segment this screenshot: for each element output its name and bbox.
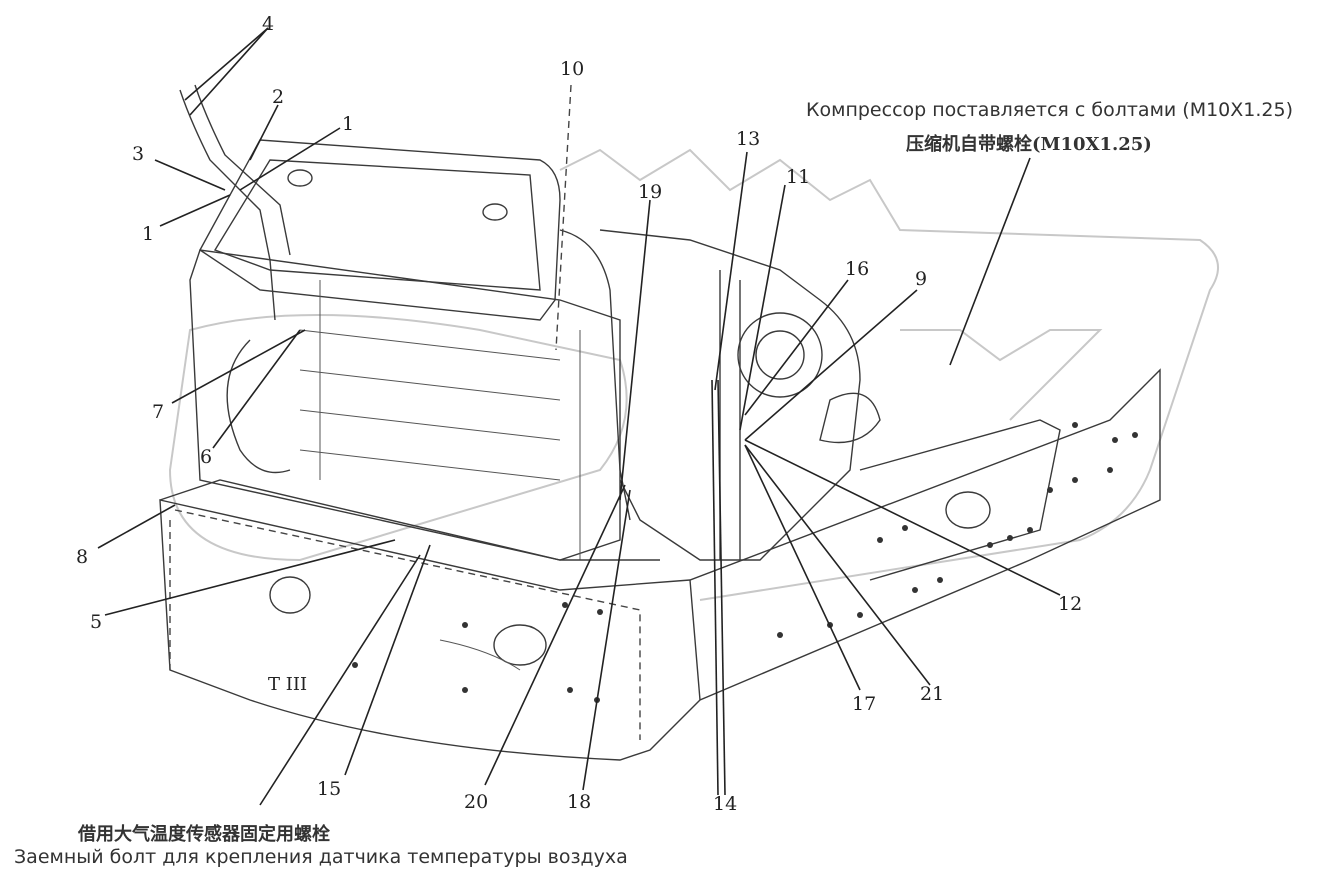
callout-1-lower: 1 <box>142 223 154 245</box>
callout-7: 7 <box>152 401 164 423</box>
radiator-assembly <box>179 84 631 561</box>
callout-11: 11 <box>786 166 810 188</box>
callout-16: 16 <box>845 258 869 280</box>
callout-12: 12 <box>1058 593 1082 615</box>
compressor-note-cn: 压缩机自带螺栓(M10X1.25) <box>906 134 1152 155</box>
watermark <box>168 148 1219 601</box>
callout-9: 9 <box>915 268 927 290</box>
leader-lines <box>97 27 1061 806</box>
callout-2: 2 <box>272 86 284 108</box>
callout-3: 3 <box>132 143 144 165</box>
bolt-holes <box>352 422 1138 703</box>
callout-15: 15 <box>317 778 341 800</box>
callout-4: 4 <box>262 13 274 35</box>
callout-18: 18 <box>567 791 591 813</box>
compressor-note-ru: Компрессор поставляется с болтами (M10X1… <box>806 99 1294 121</box>
callout-17: 17 <box>852 693 876 715</box>
sensor-note-ru: Заемный болт для крепления датчика темпе… <box>14 846 628 868</box>
callout-6: 6 <box>200 446 212 468</box>
callout-1-upper: 1 <box>342 113 354 135</box>
frame-mark: T III <box>268 674 307 695</box>
sensor-note-cn: 借用大气温度传感器固定用螺栓 <box>78 824 330 845</box>
chassis-frame <box>159 368 1161 761</box>
callout-8: 8 <box>76 546 88 568</box>
callout-13: 13 <box>736 128 760 150</box>
callout-14: 14 <box>713 793 737 815</box>
callout-10: 10 <box>560 58 584 80</box>
callout-20: 20 <box>464 791 488 813</box>
callout-21: 21 <box>920 683 944 705</box>
callout-labels: 4 2 1 3 1 10 13 19 11 16 9 7 6 8 5 12 21… <box>76 13 1082 815</box>
callout-5: 5 <box>90 611 102 633</box>
callout-19: 19 <box>638 181 662 203</box>
